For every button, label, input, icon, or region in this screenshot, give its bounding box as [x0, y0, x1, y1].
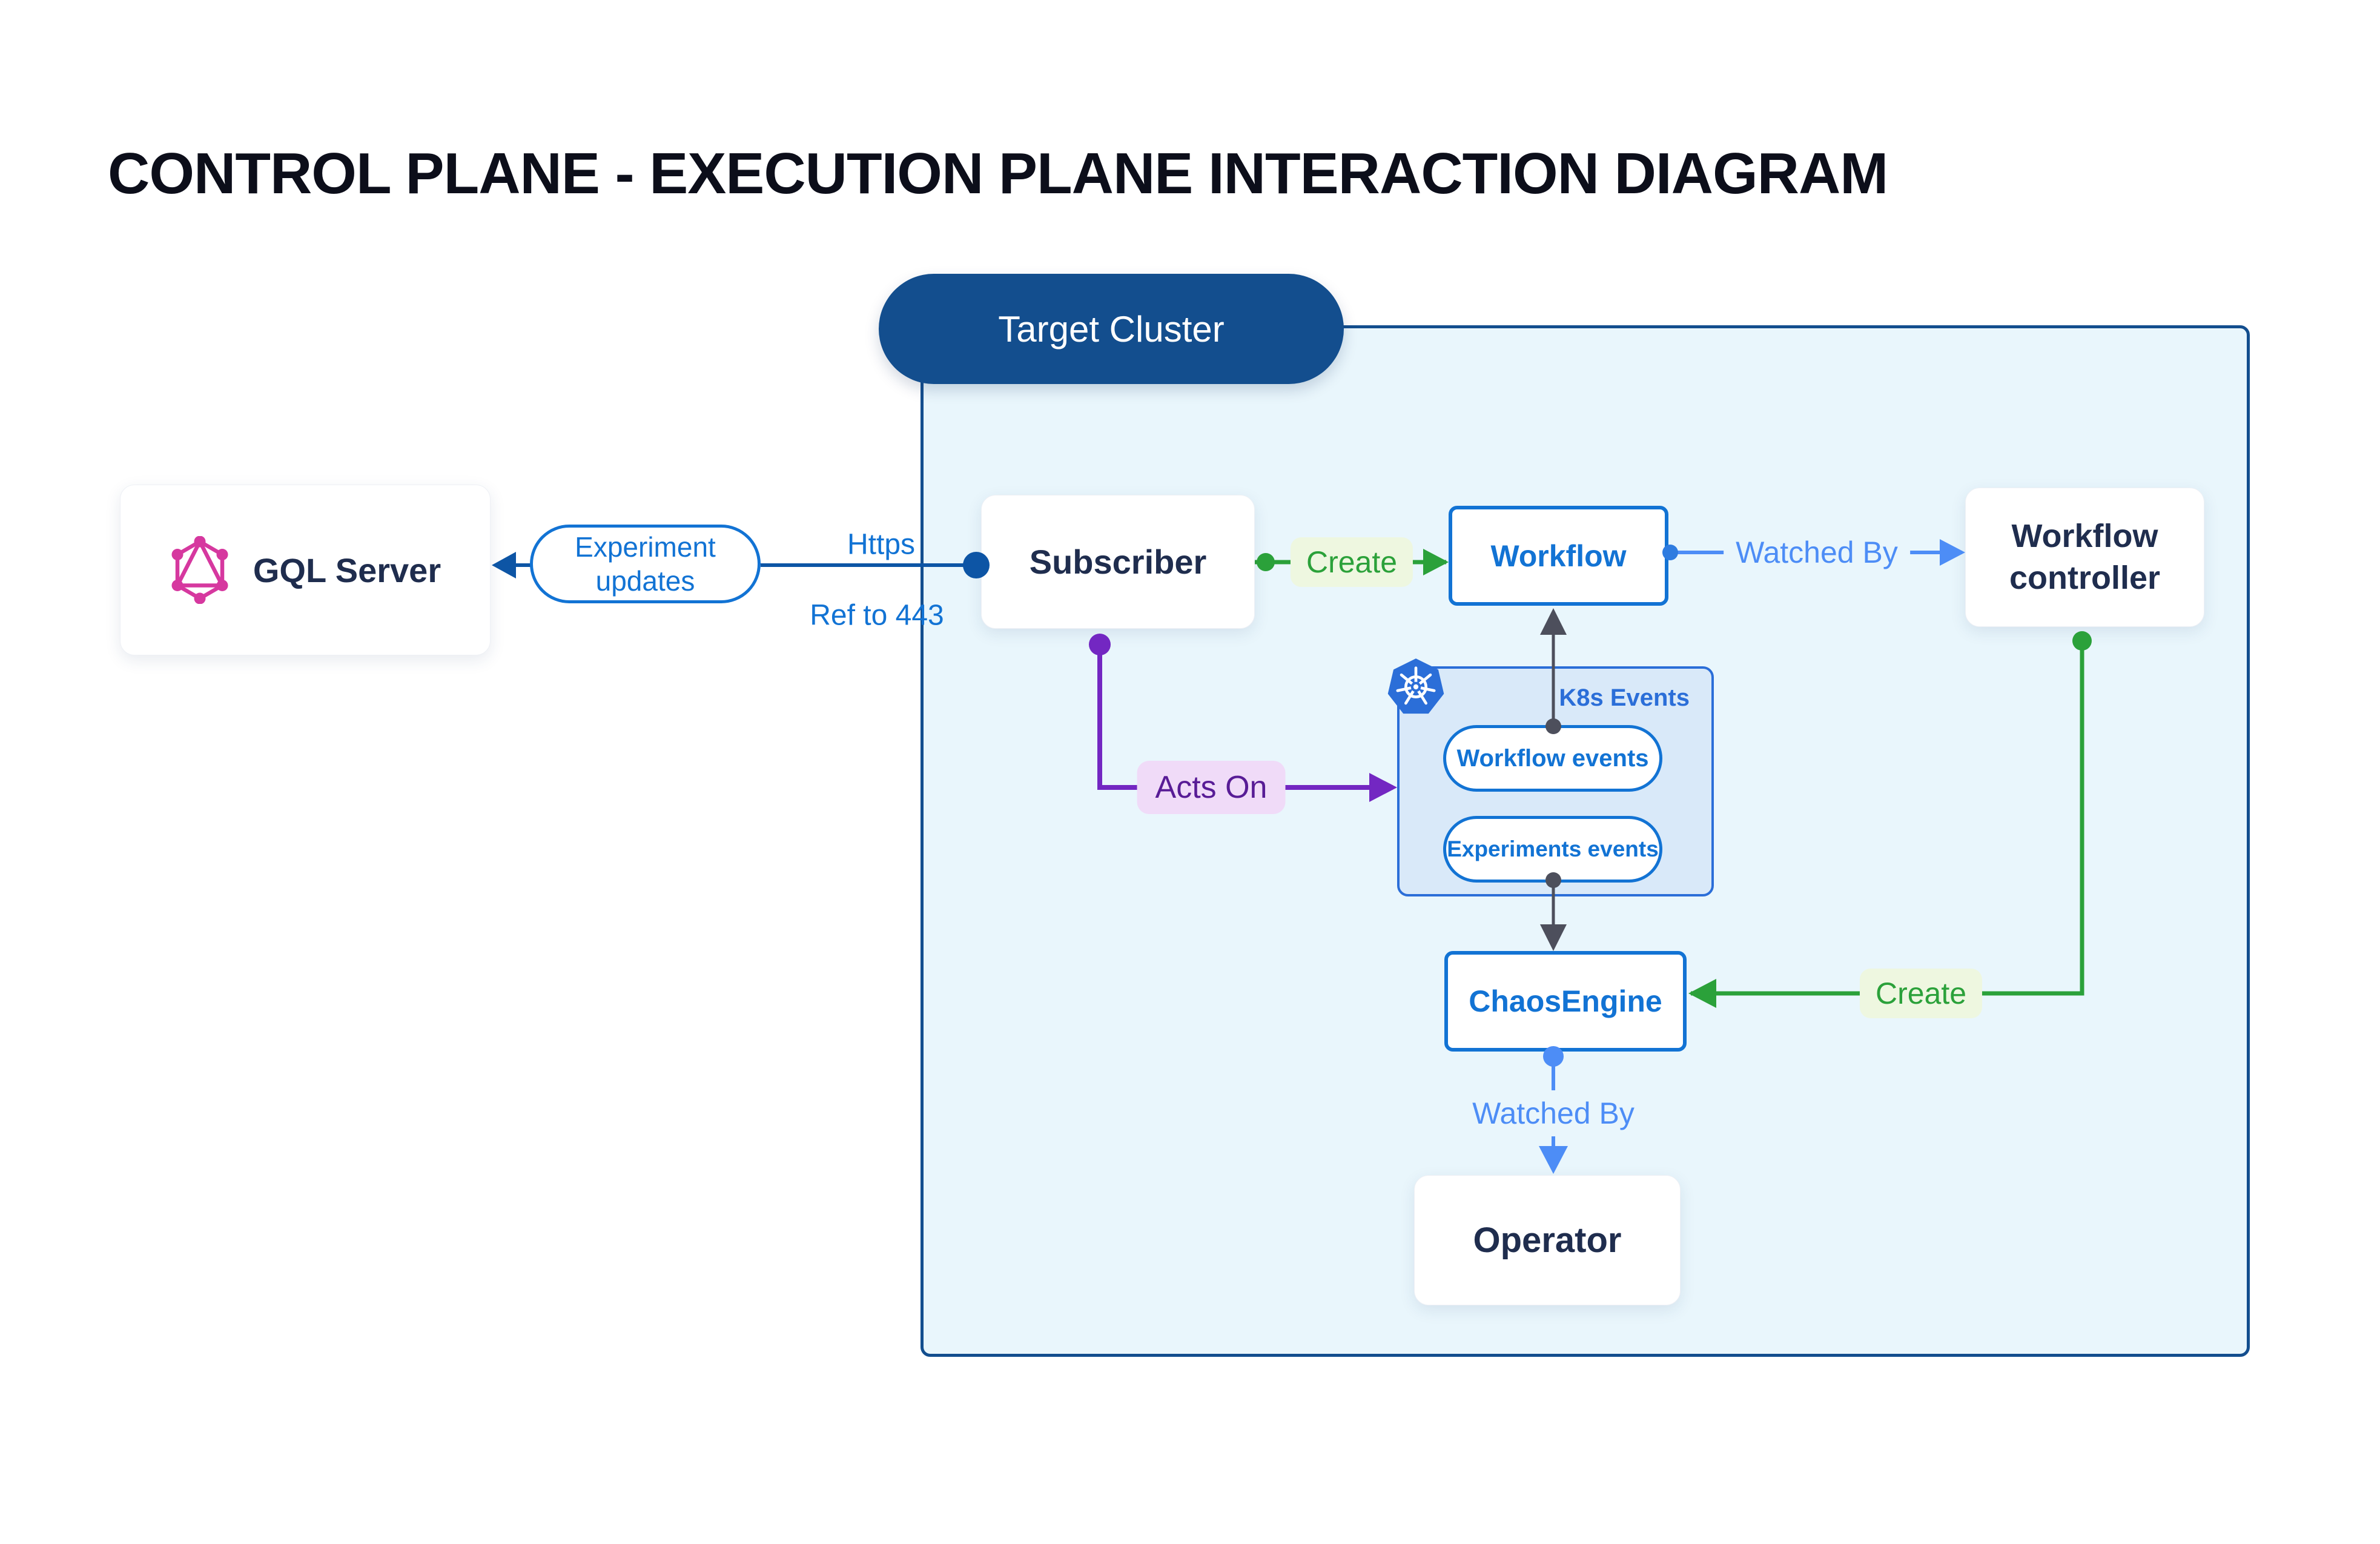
experiment-updates-label: Experiment updates — [575, 531, 716, 597]
gql-server-node: GQL Server — [120, 485, 491, 655]
gql-server-label: GQL Server — [253, 551, 441, 589]
workflow-label: Workflow — [1490, 538, 1627, 573]
create-edge-label-right: Create — [1859, 969, 1983, 1018]
target-cluster-badge-label: Target Cluster — [998, 308, 1225, 350]
experiment-updates-pill: Experiment updates — [530, 525, 761, 603]
subscriber-label: Subscriber — [1029, 543, 1207, 581]
operator-label: Operator — [1473, 1221, 1622, 1260]
subscriber-node: Subscriber — [981, 495, 1255, 629]
workflow-events-label: Workflow events — [1456, 744, 1649, 772]
acts-on-edge-label: Acts On — [1137, 761, 1286, 814]
ref-to-443-edge-label: Ref to 443 — [810, 599, 944, 632]
experiments-events-pill: Experiments events — [1443, 816, 1662, 883]
watched-by-edge-label-bottom: Watched By — [1472, 1096, 1635, 1130]
k8s-events-label: K8s Events — [1559, 684, 1690, 711]
kubernetes-icon — [1387, 658, 1444, 714]
workflow-controller-node: Workflow controller — [1965, 488, 2204, 627]
create-edge-label-left: Create — [1290, 537, 1413, 587]
watched-by-edge-label-top: Watched By — [1724, 531, 1910, 574]
workflow-node: Workflow — [1449, 506, 1668, 606]
https-edge-label: Https — [847, 528, 916, 561]
workflow-controller-label: Workflow controller — [2009, 517, 2161, 596]
workflow-events-pill: Workflow events — [1443, 725, 1662, 792]
chaosengine-node: ChaosEngine — [1444, 951, 1687, 1052]
graphql-icon — [171, 536, 228, 604]
experiments-events-label: Experiments events — [1447, 837, 1659, 861]
chaosengine-label: ChaosEngine — [1469, 984, 1662, 1018]
target-cluster-badge: Target Cluster — [879, 274, 1344, 384]
operator-node: Operator — [1414, 1175, 1681, 1305]
page-title: CONTROL PLANE - EXECUTION PLANE INTERACT… — [108, 141, 1888, 206]
